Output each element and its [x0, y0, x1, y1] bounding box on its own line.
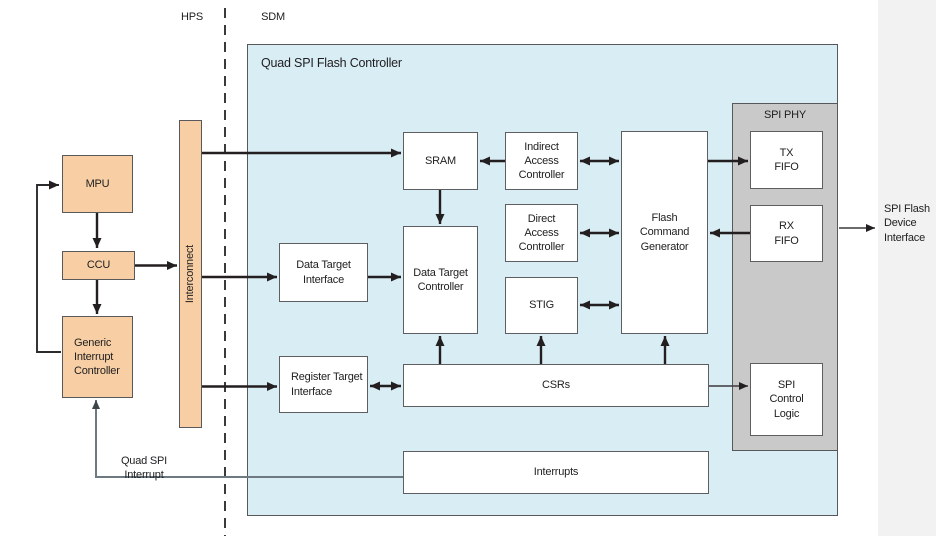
quad-spi-interrupt-wire [92, 400, 403, 478]
quad-spi-interrupt-label: Quad SPI Interrupt [120, 455, 168, 482]
direct-access-controller-block: Direct Access Controller [505, 204, 578, 262]
mpu-block: MPU [62, 155, 133, 213]
container-title: Quad SPI Flash Controller [261, 56, 402, 70]
flash-command-generator-block: Flash Command Generator [621, 131, 708, 334]
gic-to-mpu-wire [36, 180, 61, 353]
spi-control-logic-block: SPI Control Logic [750, 363, 823, 436]
sdm-region-label: SDM [261, 11, 285, 23]
generic-interrupt-controller-block: Generic Interrupt Controller [62, 316, 133, 398]
data-target-controller-block: Data Target Controller [403, 226, 478, 334]
ccu-block: CCU [62, 251, 135, 280]
data-target-interface-block: Data Target Interface [279, 243, 368, 302]
spi-phy-title: SPI PHY [763, 109, 806, 121]
tx-fifo-block: TX FIFO [750, 131, 823, 189]
interconnect-block: Interconnect [179, 120, 202, 428]
hps-region-label: HPS [180, 11, 204, 23]
stig-block: STIG [505, 277, 578, 334]
sram-block: SRAM [403, 132, 478, 190]
indirect-access-controller-block: Indirect Access Controller [505, 132, 578, 190]
interconnect-label: Interconnect [184, 244, 197, 304]
right-margin-band [878, 0, 936, 536]
register-target-interface-block: Register Target Interface [279, 356, 368, 413]
spi-flash-device-interface-label: SPI Flash Device Interface [884, 203, 930, 244]
rx-fifo-block: RX FIFO [750, 205, 823, 262]
csrs-block: CSRs [403, 364, 709, 407]
interrupts-block: Interrupts [403, 451, 709, 494]
